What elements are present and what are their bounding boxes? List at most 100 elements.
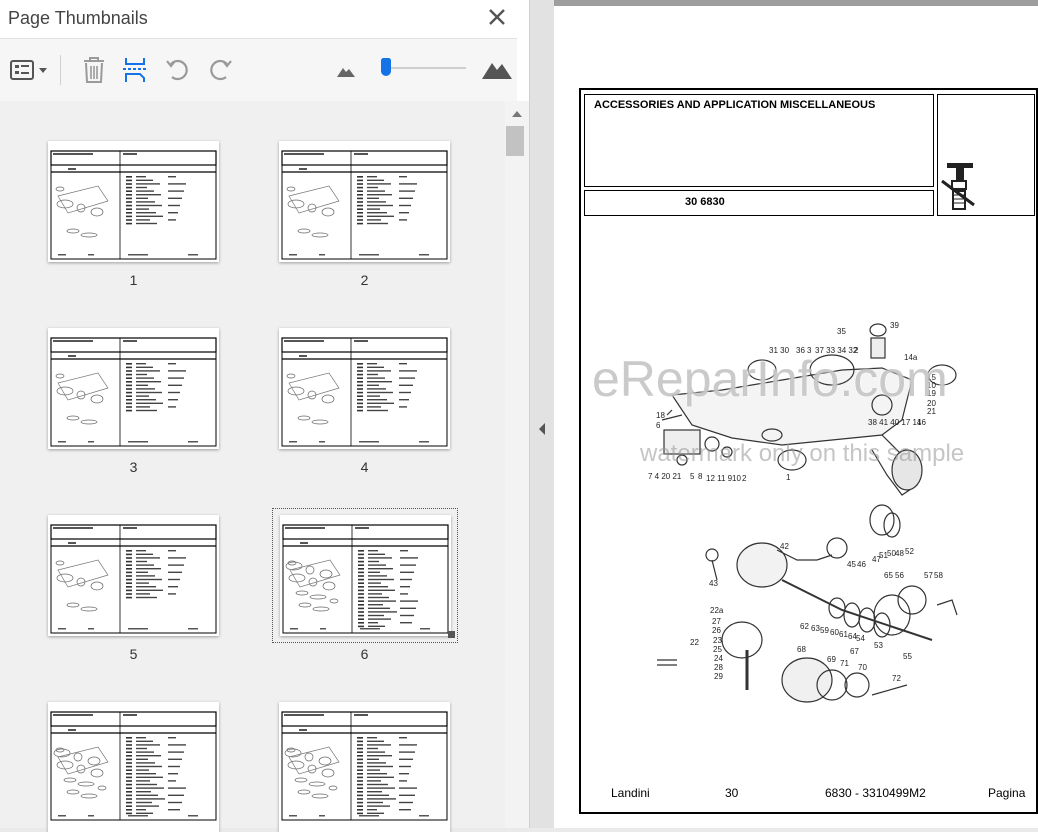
- svg-text:56: 56: [895, 571, 904, 580]
- selected-thumbnail-frame: [272, 508, 458, 643]
- page-thumbnail-7[interactable]: [48, 702, 219, 832]
- svg-text:21: 21: [927, 407, 936, 416]
- rotate-counterclockwise-button[interactable]: [163, 55, 193, 85]
- svg-text:53: 53: [874, 641, 883, 650]
- thumbnail-page-number: 2: [360, 272, 369, 288]
- rotate-counterclockwise-icon: [166, 59, 188, 81]
- thumbnail-options-icon: [10, 60, 47, 80]
- svg-text:8: 8: [698, 472, 703, 481]
- svg-text:18: 18: [656, 411, 665, 420]
- panel-title: Page Thumbnails: [8, 8, 148, 28]
- thumbnail-options-button[interactable]: [6, 55, 52, 85]
- thumbnail-page-preview: [281, 337, 448, 447]
- selection-resize-handle[interactable]: [448, 631, 455, 638]
- svg-text:19: 19: [927, 389, 936, 398]
- axle-hub-icon: [941, 163, 975, 210]
- zoom-out-button[interactable]: [336, 63, 356, 79]
- page-thumbnail-8[interactable]: [279, 702, 450, 832]
- page-thumbnail-1[interactable]: [48, 141, 219, 262]
- document-top-edge: [554, 0, 1038, 6]
- svg-text:10: 10: [927, 381, 936, 390]
- thumbnail-page-preview: [282, 524, 449, 634]
- svg-text:12 11 9: 12 11 9: [706, 474, 733, 483]
- thumbnail-page-number: 5: [129, 646, 138, 662]
- thumbnail-page-preview: [50, 337, 217, 447]
- thumbnail-page-number: 6: [360, 646, 369, 662]
- svg-text:61: 61: [839, 630, 848, 639]
- svg-text:38 41 40 17 14: 38 41 40 17 14: [868, 418, 922, 427]
- document-header-title: ACCESSORIES AND APPLICATION MISCELLANEOU…: [594, 99, 876, 111]
- scrollbar-thumb[interactable]: [506, 126, 524, 156]
- svg-text:52: 52: [905, 547, 914, 556]
- svg-text:48: 48: [895, 549, 904, 558]
- rotate-clockwise-icon: [210, 59, 232, 81]
- svg-text:35: 35: [837, 327, 846, 336]
- svg-text:55: 55: [903, 652, 912, 661]
- svg-text:65: 65: [884, 571, 893, 580]
- thumbnail-page-number: 4: [360, 459, 369, 475]
- chevron-left-icon: [539, 423, 545, 435]
- svg-text:10: 10: [732, 474, 741, 483]
- zoom-in-button[interactable]: [480, 57, 514, 81]
- watermark-subtext: watermark only on this sample: [640, 440, 965, 467]
- page-thumbnail-5[interactable]: [48, 515, 219, 636]
- thumbnail-page-number: 3: [129, 459, 138, 475]
- footer-section: 30: [725, 786, 739, 800]
- svg-text:25: 25: [713, 645, 722, 654]
- footer-model-ref: 6830 - 3310499M2: [825, 786, 926, 800]
- svg-text:70: 70: [858, 663, 867, 672]
- svg-text:64: 64: [848, 632, 857, 641]
- page-thumbnail-2[interactable]: [279, 141, 450, 262]
- svg-text:63: 63: [811, 624, 820, 633]
- svg-text:45: 45: [847, 560, 856, 569]
- panel-splitter[interactable]: [529, 0, 554, 828]
- scroll-up-button[interactable]: [505, 105, 529, 123]
- svg-text:2: 2: [854, 346, 859, 355]
- svg-text:36: 36: [796, 346, 805, 355]
- svg-text:27: 27: [712, 617, 721, 626]
- collapse-panel-button[interactable]: [536, 420, 548, 438]
- section-code: 30 6830: [685, 196, 725, 208]
- thumbnail-page-preview: [50, 150, 217, 260]
- axle-exploded-diagram: 35 39 31 30 36 3 37 33 34 32 2 14a 15 10…: [648, 321, 958, 703]
- page-thumbnail-4[interactable]: [279, 328, 450, 449]
- svg-text:24: 24: [714, 654, 723, 663]
- svg-text:58: 58: [934, 571, 943, 580]
- svg-text:62: 62: [800, 622, 809, 631]
- thumbnail-page-preview: [281, 150, 448, 260]
- svg-text:57: 57: [924, 571, 933, 580]
- svg-text:22a: 22a: [710, 606, 724, 615]
- svg-text:28: 28: [714, 663, 723, 672]
- thumbnails-toolbar: [0, 38, 517, 102]
- delete-pages-button[interactable]: [80, 55, 108, 85]
- svg-text:3: 3: [807, 346, 812, 355]
- rotate-clockwise-button[interactable]: [205, 55, 235, 85]
- svg-text:46: 46: [857, 560, 866, 569]
- svg-text:54: 54: [856, 634, 865, 643]
- thumbnail-zoom-slider-track[interactable]: [382, 67, 466, 69]
- svg-text:29: 29: [714, 672, 723, 681]
- watermark-text: eReparInfo.com: [592, 351, 948, 407]
- svg-text:1: 1: [786, 473, 791, 482]
- svg-text:23: 23: [713, 636, 722, 645]
- close-icon: [489, 9, 505, 25]
- svg-text:14a: 14a: [904, 353, 918, 362]
- close-panel-button[interactable]: [484, 4, 510, 30]
- extract-pages-icon: [123, 58, 147, 82]
- svg-text:59: 59: [820, 626, 829, 635]
- extract-pages-button[interactable]: [120, 55, 150, 85]
- footer-brand: Landini: [611, 786, 650, 800]
- section-icon-box: [937, 94, 1035, 216]
- thumbnails-scrollbar[interactable]: [505, 101, 529, 828]
- svg-text:42: 42: [780, 542, 789, 551]
- trash-icon: [84, 57, 104, 83]
- thumbnail-zoom-slider-handle[interactable]: [381, 58, 392, 76]
- panel-header: Page Thumbnails: [0, 0, 529, 38]
- header-title-box: [584, 94, 934, 187]
- svg-text:20: 20: [927, 399, 936, 408]
- svg-text:26: 26: [712, 626, 721, 635]
- page-thumbnail-3[interactable]: [48, 328, 219, 449]
- page-thumbnail-6[interactable]: [280, 515, 451, 636]
- toolbar-separator: [60, 55, 61, 85]
- svg-text:43: 43: [709, 579, 718, 588]
